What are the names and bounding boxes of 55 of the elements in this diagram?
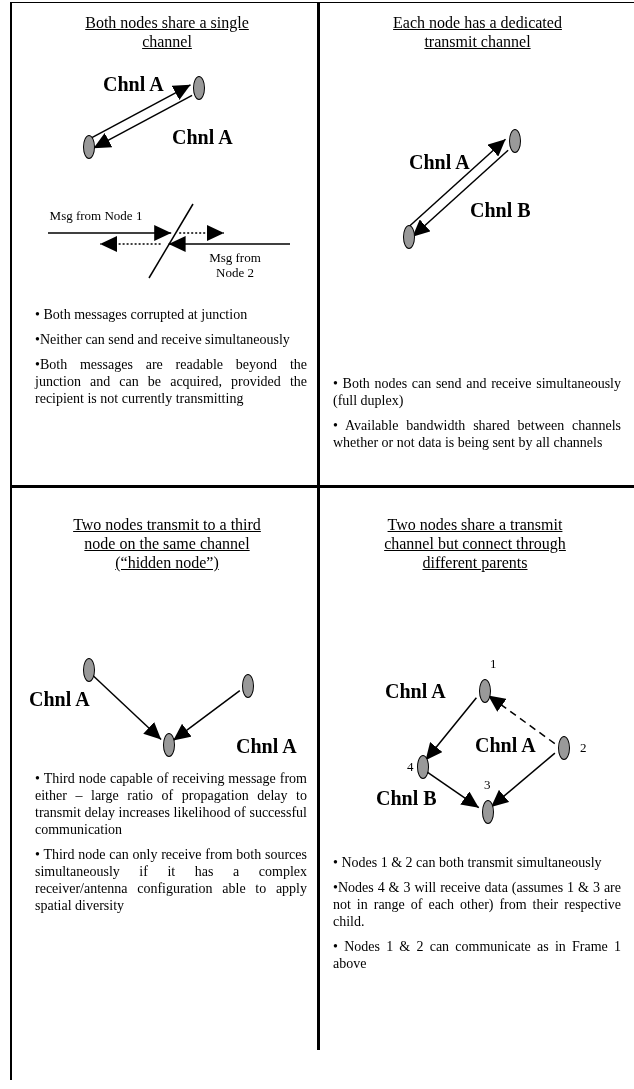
panel-heading: Two nodes share a transmit channel but connect through different parents [383, 515, 567, 572]
node-number: 1 [490, 657, 497, 671]
junction-line [148, 203, 194, 279]
node-number: 3 [484, 778, 491, 792]
node-ellipse [509, 129, 521, 153]
panel [10, 2, 317, 488]
edge-label: Chnl A [236, 735, 297, 757]
edge-label: Msg from Node 2 [208, 250, 262, 280]
arrow [487, 694, 556, 745]
panel-heading: Two nodes transmit to a third node on the same channel (“hidden node”) [72, 515, 262, 572]
node-ellipse [558, 736, 570, 760]
node-number: 4 [407, 760, 414, 774]
bullet-text: •Both messages are readable beyond the junction and can be acquired, provided the recipient is not currently transmitting [35, 356, 307, 407]
edge-label: Chnl A [103, 73, 164, 95]
arrow [409, 138, 507, 227]
bullet-text: •Nodes 4 & 3 will receive data (assumes 1 & 3 are not in range of each other) from their respective child. [333, 879, 621, 930]
bullet-text: • Both messages corrupted at junction [35, 306, 249, 323]
bullet-text: • Both nodes can send and receive simultaneously (full duplex) [333, 375, 621, 409]
node-ellipse [417, 755, 429, 779]
arrow [172, 689, 241, 742]
bullet-text: • Nodes 1 & 2 can both transmit simultaneously [333, 854, 603, 871]
node-ellipse [479, 679, 491, 703]
arrow [167, 236, 291, 252]
edge-label: Chnl A [409, 151, 470, 173]
panel-heading: Each node has a dedicated transmit channel [392, 13, 563, 51]
arrow [490, 752, 556, 808]
arrow [178, 225, 225, 241]
bullet-text: •Neither can send and receive simultaneously [35, 331, 291, 348]
bullet-text: • Third node can only receive from both sources simultaneously if it has a complex receiver/antenna configuration able to apply spatial diversity [35, 846, 307, 914]
edge-label: Chnl B [376, 787, 437, 809]
arrow [47, 225, 172, 241]
edge-label: Chnl A [475, 734, 536, 756]
edge-label: Chnl A [385, 680, 446, 702]
node-ellipse [83, 658, 95, 682]
arrow [92, 94, 193, 149]
panel [317, 2, 634, 488]
bullet-text: • Nodes 1 & 2 can communicate as in Frame 1 above [333, 938, 621, 972]
edge-label: Chnl A [29, 688, 90, 710]
arrow [99, 236, 162, 252]
arrow [92, 674, 162, 741]
node-number: 2 [580, 741, 587, 755]
node-ellipse [242, 674, 254, 698]
edge-label: Chnl B [470, 199, 531, 221]
node-ellipse [163, 733, 175, 757]
bullet-text: • Third node capable of receiving message from either – large ratio of propagation delay to transmit delay increases likelihood of successful communication [35, 770, 307, 838]
node-ellipse [403, 225, 415, 249]
edge-label: Msg from Node 1 [48, 208, 144, 223]
panel-heading: Both nodes share a single channel [84, 13, 250, 51]
node-ellipse [193, 76, 205, 100]
arrow [91, 84, 192, 139]
node-ellipse [83, 135, 95, 159]
bullet-text: • Available bandwidth shared between channels whether or not data is being sent by all channels [333, 417, 621, 451]
edge-label: Chnl A [172, 126, 233, 148]
node-ellipse [482, 800, 494, 824]
arrow [424, 697, 478, 761]
